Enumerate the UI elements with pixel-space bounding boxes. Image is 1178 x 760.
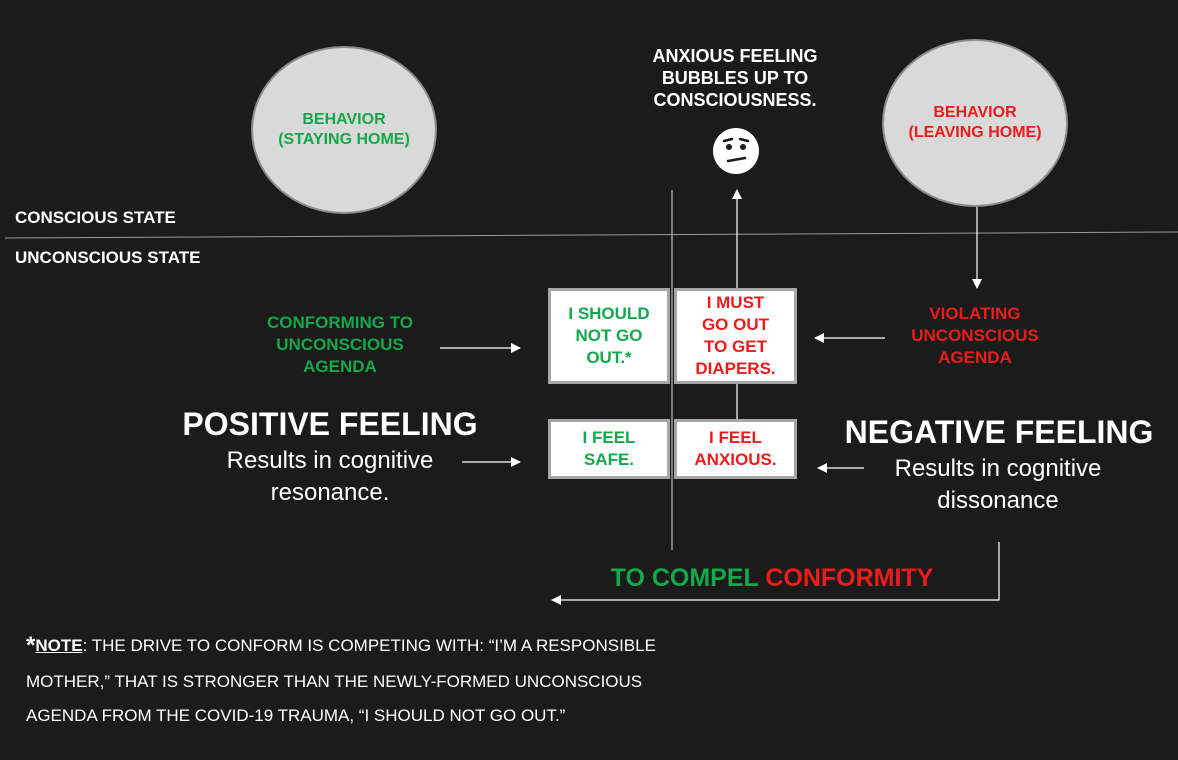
anxious-line1: ANXIOUS FEELING <box>652 46 818 66</box>
must-go-line1: I MUST <box>706 293 765 312</box>
feel-anxious-line2: ANXIOUS. <box>694 450 777 469</box>
note-line1-text: : THE DRIVE TO CONFORM IS COMPETING WITH… <box>82 636 656 655</box>
behavior-left-line1: BEHAVIOR <box>302 111 386 128</box>
behavior-left-line2: (STAYING HOME) <box>278 131 410 148</box>
must-go-line2: GO OUT <box>701 315 770 334</box>
behavior-staying-home-circle: BEHAVIOR (STAYING HOME) <box>251 46 437 214</box>
negative-feeling-title: NEGATIVE FEELING <box>844 414 1154 450</box>
should-not-line2: NOT GO <box>575 326 643 345</box>
must-go-line4: DIAPERS. <box>695 359 776 378</box>
anxious-line3: CONSCIOUSNESS. <box>653 90 817 110</box>
arrow-compel <box>551 542 1000 605</box>
behavior-right-line2: (LEAVING HOME) <box>908 124 1042 141</box>
negative-feeling-line2: dissonance <box>937 487 1059 514</box>
positive-feeling-title: POSITIVE FEELING <box>182 406 478 442</box>
feel-safe-line2: SAFE. <box>583 450 635 469</box>
note-line1: *NOTE: THE DRIVE TO CONFORM IS COMPETING… <box>26 630 656 659</box>
violating-line1: VIOLATING <box>929 304 1021 323</box>
conscious-state-label: CONSCIOUS STATE <box>15 208 176 227</box>
feel-safe-line1: I FEEL <box>582 428 636 447</box>
note-line3: AGENDA FROM THE COVID-19 TRAUMA, “I SHOU… <box>26 706 566 725</box>
compel-part2: CONFORMITY <box>765 564 934 592</box>
note-line2: MOTHER,” THAT IS STRONGER THAN THE NEWLY… <box>26 672 643 691</box>
conforming-line3: AGENDA <box>303 357 377 376</box>
feel-anxious-line1: I FEEL <box>709 428 762 447</box>
compel-conformity-label: TO COMPEL CONFORMITY <box>560 563 984 593</box>
box-feel-anxious: I FEEL ANXIOUS. <box>674 419 797 479</box>
box-should-not-go-out: I SHOULD NOT GO OUT.* <box>548 288 670 384</box>
worried-face-icon <box>713 128 759 174</box>
anxious-line2: BUBBLES UP TO <box>661 68 809 88</box>
must-go-line3: TO GET <box>704 337 767 356</box>
note-star: * <box>26 632 36 659</box>
conforming-line1: CONFORMING TO <box>266 313 414 332</box>
unconscious-state-label: UNCONSCIOUS STATE <box>15 248 201 267</box>
violating-line2: UNCONSCIOUS <box>911 326 1039 345</box>
box-feel-safe: I FEEL SAFE. <box>548 419 670 479</box>
state-divider <box>4 231 1178 239</box>
should-not-line1: I SHOULD <box>568 304 650 323</box>
compel-part1: TO COMPEL <box>610 564 759 592</box>
should-not-line3: OUT.* <box>586 348 632 367</box>
conforming-line2: UNCONSCIOUS <box>276 335 404 354</box>
box-must-go-out: I MUST GO OUT TO GET DIAPERS. <box>674 288 797 384</box>
behavior-right-line1: BEHAVIOR <box>933 104 1017 121</box>
note-label: NOTE <box>35 636 83 655</box>
negative-feeling-line1: Results in cognitive <box>894 455 1102 482</box>
anxious-bubble-text: ANXIOUS FEELING BUBBLES UP TO CONSCIOUSN… <box>630 45 840 111</box>
violating-line3: AGENDA <box>938 348 1012 367</box>
positive-feeling-line1: Results in cognitive <box>226 447 434 474</box>
positive-feeling-line2: resonance. <box>270 479 390 506</box>
behavior-leaving-home-circle: BEHAVIOR (LEAVING HOME) <box>882 39 1068 207</box>
violating-label: VIOLATING UNCONSCIOUS AGENDA <box>895 303 1055 369</box>
conforming-label: CONFORMING TO UNCONSCIOUS AGENDA <box>250 312 430 378</box>
